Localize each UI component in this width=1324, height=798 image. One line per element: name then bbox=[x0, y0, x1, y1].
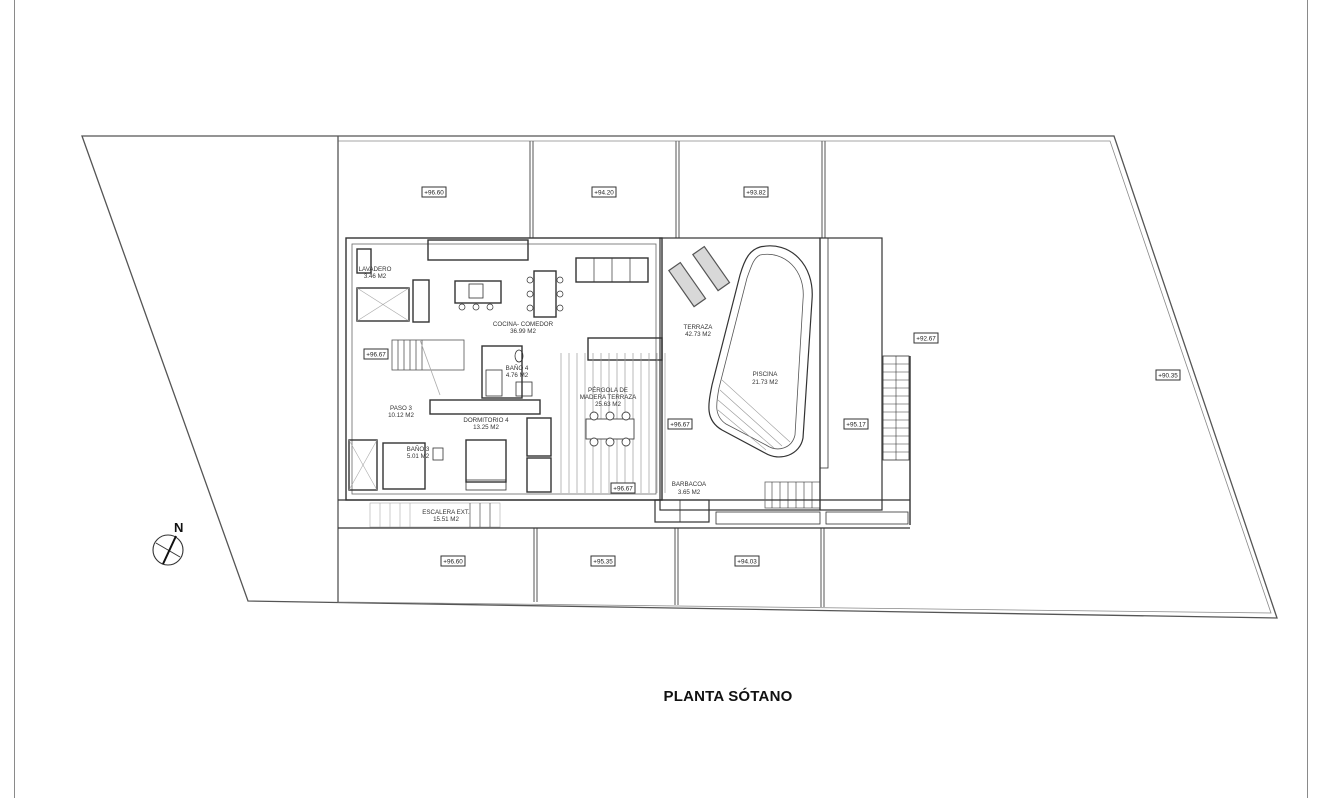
level-marker: +90.35 bbox=[1158, 373, 1178, 380]
level-marker: +96.67 bbox=[613, 486, 633, 493]
room-label-pergola-2: MADERA TERRAZA bbox=[580, 394, 637, 401]
level-marker: +95.35 bbox=[593, 559, 613, 566]
room-area-pergola: 25.63 M2 bbox=[595, 401, 621, 408]
room-label-paso3: PASO 3 bbox=[390, 405, 412, 412]
room-area-bano3: 5.01 M2 bbox=[407, 453, 430, 460]
sheet-border bbox=[14, 0, 1308, 798]
level-marker: +96.60 bbox=[424, 190, 444, 197]
room-area-lavadero: 3.46 M2 bbox=[364, 273, 387, 280]
level-marker: +92.67 bbox=[916, 336, 936, 343]
room-labels: LAVADERO 3.46 M2 COCINA- COMEDOR 36.99 M… bbox=[359, 266, 779, 523]
plot-boundary bbox=[81, 135, 1278, 619]
terrace-pool bbox=[654, 237, 911, 525]
room-label-bano3: BAÑO 3 bbox=[407, 446, 430, 453]
room-label-escalera: ESCALERA EXT. bbox=[422, 509, 470, 516]
room-label-dormitorio4: DORMITORIO 4 bbox=[463, 417, 509, 424]
room-label-cocina: COCINA- COMEDOR bbox=[493, 321, 554, 328]
room-area-barbacoa: 3.65 M2 bbox=[678, 489, 701, 496]
garden-dividers bbox=[529, 141, 826, 607]
level-marker: +96.60 bbox=[443, 559, 463, 566]
room-label-lavadero: LAVADERO bbox=[359, 266, 392, 273]
room-area-paso3: 10.12 M2 bbox=[388, 412, 414, 419]
room-area-dormitorio4: 13.25 M2 bbox=[473, 424, 499, 431]
level-marker: +94.20 bbox=[594, 190, 614, 197]
room-label-barbacoa: BARBACOA bbox=[672, 481, 707, 488]
room-label-bano4: BAÑO 4 bbox=[506, 365, 529, 372]
drawing-title: PLANTA SÓTANO bbox=[663, 688, 793, 705]
north-label: N bbox=[174, 520, 183, 535]
level-marker: +93.82 bbox=[746, 190, 766, 197]
room-label-terraza: TERRAZA bbox=[684, 324, 714, 331]
room-area-piscina: 21.73 M2 bbox=[752, 379, 778, 386]
interior-stairs bbox=[391, 339, 465, 396]
room-area-terraza: 42.73 M2 bbox=[685, 331, 711, 338]
level-marker: +95.17 bbox=[846, 422, 866, 429]
room-area-escalera: 15.51 M2 bbox=[433, 516, 459, 523]
north-arrow-icon: N bbox=[152, 520, 184, 566]
level-markers: +96.60 +94.20 +93.82 +96.67 +96.67 +96.6… bbox=[363, 186, 1181, 567]
room-area-cocina: 36.99 M2 bbox=[510, 328, 536, 335]
level-marker: +96.67 bbox=[670, 422, 690, 429]
floor-plan: LAVADERO 3.46 M2 COCINA- COMEDOR 36.99 M… bbox=[81, 135, 1278, 619]
room-area-bano4: 4.76 M2 bbox=[506, 372, 529, 379]
level-marker: +96.67 bbox=[366, 352, 386, 359]
room-label-piscina: PISCINA bbox=[753, 371, 779, 378]
level-marker: +94.03 bbox=[737, 559, 757, 566]
exterior-stairs bbox=[369, 502, 501, 528]
room-label-pergola-1: PÉRGOLA DE bbox=[588, 387, 628, 394]
pergola-table bbox=[585, 411, 635, 447]
